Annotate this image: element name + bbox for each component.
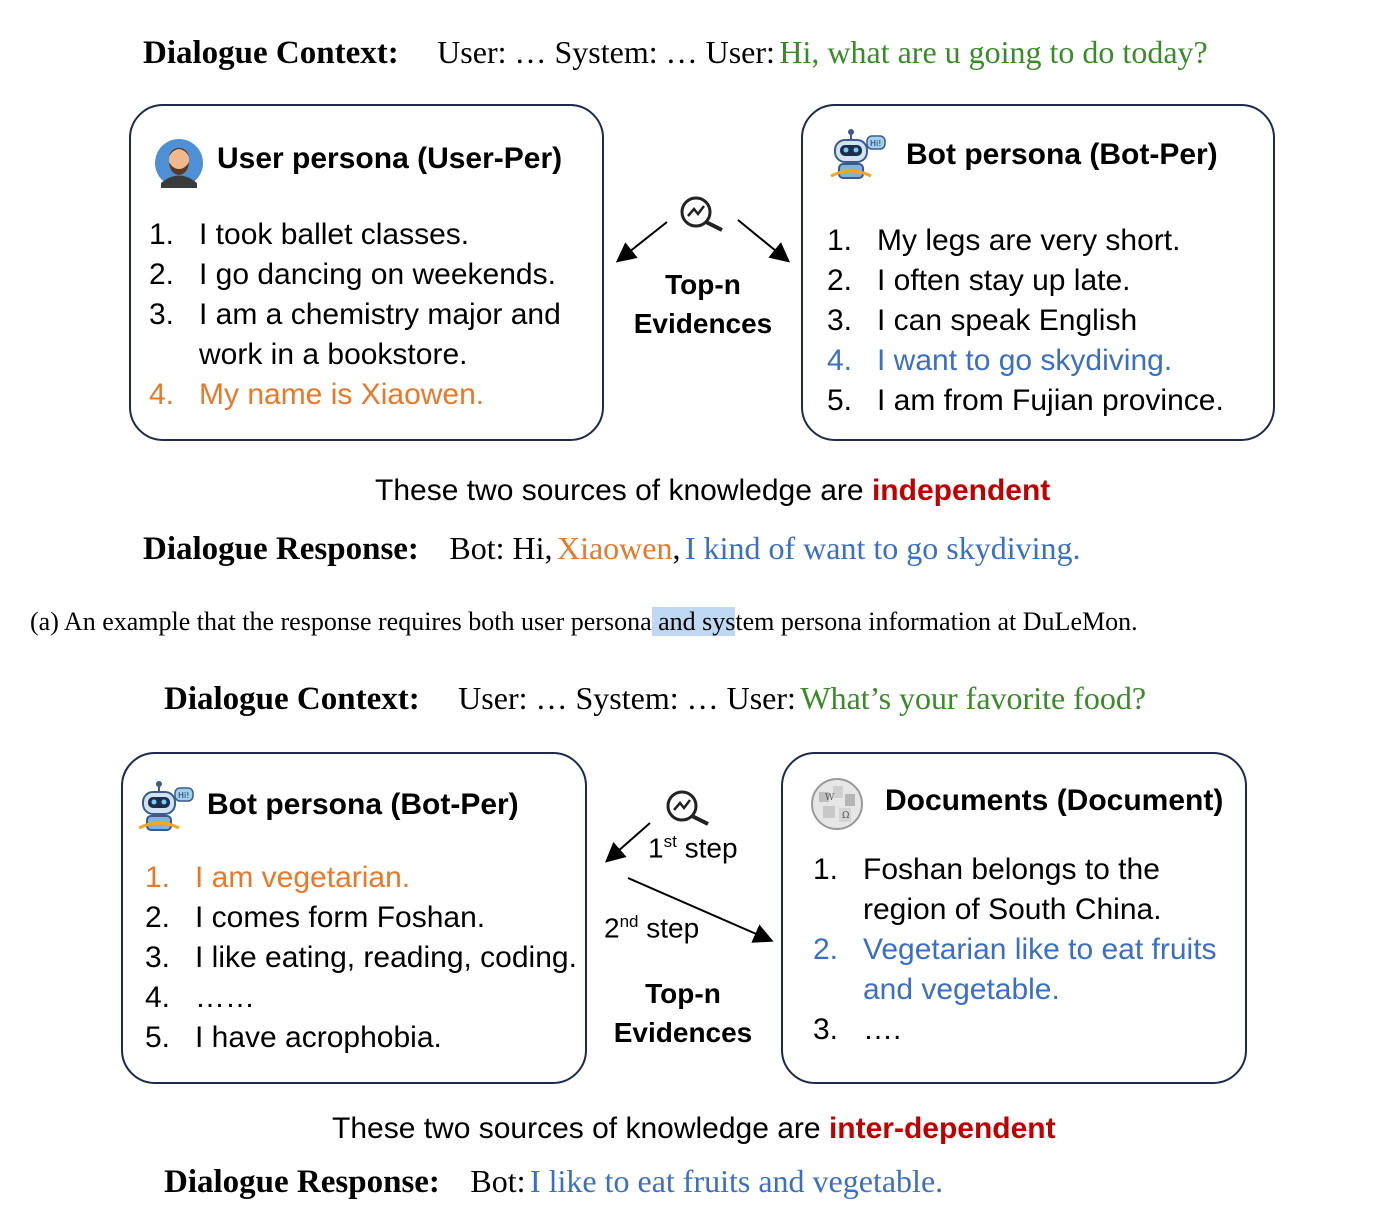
top-summary: These two sources of knowledge are indep… bbox=[375, 474, 1051, 507]
user-persona-box: User persona (User-Per) 1.I took ballet … bbox=[129, 104, 604, 441]
list-item: 4.I want to go skydiving. bbox=[827, 344, 1173, 377]
list-item: 2.I go dancing on weekends. bbox=[149, 258, 556, 291]
bot-persona-box-bottom: Hi! Bot persona (Bot-Per) 1.I am vegetar… bbox=[121, 752, 587, 1084]
user-persona-title: User persona (User-Per) bbox=[217, 142, 563, 175]
list-item: 5.I am from Fujian province. bbox=[827, 384, 1224, 417]
list-item: 3.I am a chemistry major and work in a b… bbox=[149, 298, 561, 371]
bottom-dialogue-response: Dialogue Response: Bot: I like to eat fr… bbox=[164, 1163, 943, 1201]
bot-persona-list: 1.I am vegetarian. 2.I comes form Foshan… bbox=[145, 858, 585, 1058]
context-label: Dialogue Context: bbox=[143, 35, 399, 71]
list-item: 3.I can speak English bbox=[827, 304, 1138, 337]
robot-icon: Hi! bbox=[138, 781, 194, 831]
first-step-label: 1st step bbox=[648, 832, 738, 864]
response-rest: I kind of want to go skydiving. bbox=[684, 530, 1081, 566]
list-item: 4.…… bbox=[145, 981, 255, 1014]
bottom-dialogue-context: Dialogue Context: User: … System: … User… bbox=[164, 680, 1146, 718]
context-label: Dialogue Context: bbox=[164, 681, 420, 717]
arrow-icon bbox=[604, 822, 651, 863]
documents-box: W Ω Documents (Document) 1.Foshan belong… bbox=[781, 752, 1247, 1084]
response-label: Dialogue Response: bbox=[164, 1164, 440, 1200]
second-step-label: 2nd step bbox=[604, 912, 700, 944]
bot-persona-box: Hi! Bot persona (Bot-Per) 1.My legs are … bbox=[801, 104, 1275, 441]
list-item: 5.I have acrophobia. bbox=[145, 1021, 442, 1054]
summary-keyword: inter-dependent bbox=[828, 1112, 1056, 1145]
top-dialogue-response: Dialogue Response: Bot: Hi, Xiaowen, I k… bbox=[143, 530, 1081, 567]
search-chart-icon bbox=[680, 196, 723, 232]
top-n-evidences-label: Top-n Evidences bbox=[633, 269, 773, 339]
documents-title: Documents (Document) bbox=[885, 784, 1224, 817]
wikipedia-globe-icon: W Ω bbox=[811, 778, 863, 830]
list-item: 3.…. bbox=[813, 1013, 902, 1046]
response-name: Xiaowen bbox=[556, 530, 673, 566]
bottom-summary: These two sources of knowledge are inter… bbox=[332, 1112, 1056, 1145]
bot-persona-list: 1.My legs are very short. 2.I often stay… bbox=[827, 221, 1267, 421]
context-utterance: What’s your favorite food? bbox=[800, 680, 1147, 716]
list-item: 2.I often stay up late. bbox=[827, 264, 1131, 297]
arrow-icon bbox=[627, 877, 774, 943]
user-avatar-icon bbox=[155, 139, 203, 188]
response-bot: Bot: bbox=[470, 1163, 526, 1199]
svg-text:Hi!: Hi! bbox=[870, 139, 881, 148]
summary-keyword: independent bbox=[871, 474, 1051, 507]
search-chart-icon bbox=[666, 790, 709, 826]
bot-persona-title: Bot persona (Bot-Per) bbox=[207, 788, 519, 821]
arrow-icon bbox=[615, 219, 791, 263]
list-item: 2.Vegetarian like to eat fruits and vege… bbox=[813, 933, 1217, 1006]
figure-caption: (a) An example that the response require… bbox=[30, 607, 1138, 636]
list-item: 1.I am vegetarian. bbox=[145, 861, 411, 894]
top-dialogue-context: Dialogue Context: User: … System: … User… bbox=[143, 34, 1208, 72]
list-item: 4.My name is Xiaowen. bbox=[149, 378, 485, 411]
user-persona-list: 1.I took ballet classes. 2.I go dancing … bbox=[149, 215, 589, 415]
robot-icon: Hi! bbox=[830, 129, 886, 179]
context-prefix: User: … System: … User: bbox=[458, 680, 796, 716]
documents-list: 1.Foshan belongs to the region of South … bbox=[813, 850, 1233, 1050]
list-item: 2.I comes form Foshan. bbox=[145, 901, 486, 934]
response-label: Dialogue Response: bbox=[143, 531, 419, 567]
top-n-evidences-label: Top-n Evidences bbox=[613, 978, 753, 1048]
context-prefix: User: … System: … User: bbox=[437, 34, 775, 70]
svg-text:Ω: Ω bbox=[842, 811, 849, 821]
bot-persona-title: Bot persona (Bot-Per) bbox=[906, 138, 1218, 171]
response-rest: I like to eat fruits and vegetable. bbox=[529, 1163, 944, 1199]
response-bot: Bot: Hi, bbox=[449, 530, 553, 566]
list-item: 1.I took ballet classes. bbox=[149, 218, 470, 251]
context-utterance: Hi, what are u going to do today? bbox=[779, 34, 1208, 70]
list-item: 1.Foshan belongs to the region of South … bbox=[813, 853, 1162, 926]
svg-text:Hi!: Hi! bbox=[178, 791, 189, 800]
list-item: 3.I like eating, reading, coding. bbox=[145, 941, 577, 974]
svg-text:W: W bbox=[825, 793, 835, 803]
list-item: 1.My legs are very short. bbox=[827, 224, 1181, 257]
